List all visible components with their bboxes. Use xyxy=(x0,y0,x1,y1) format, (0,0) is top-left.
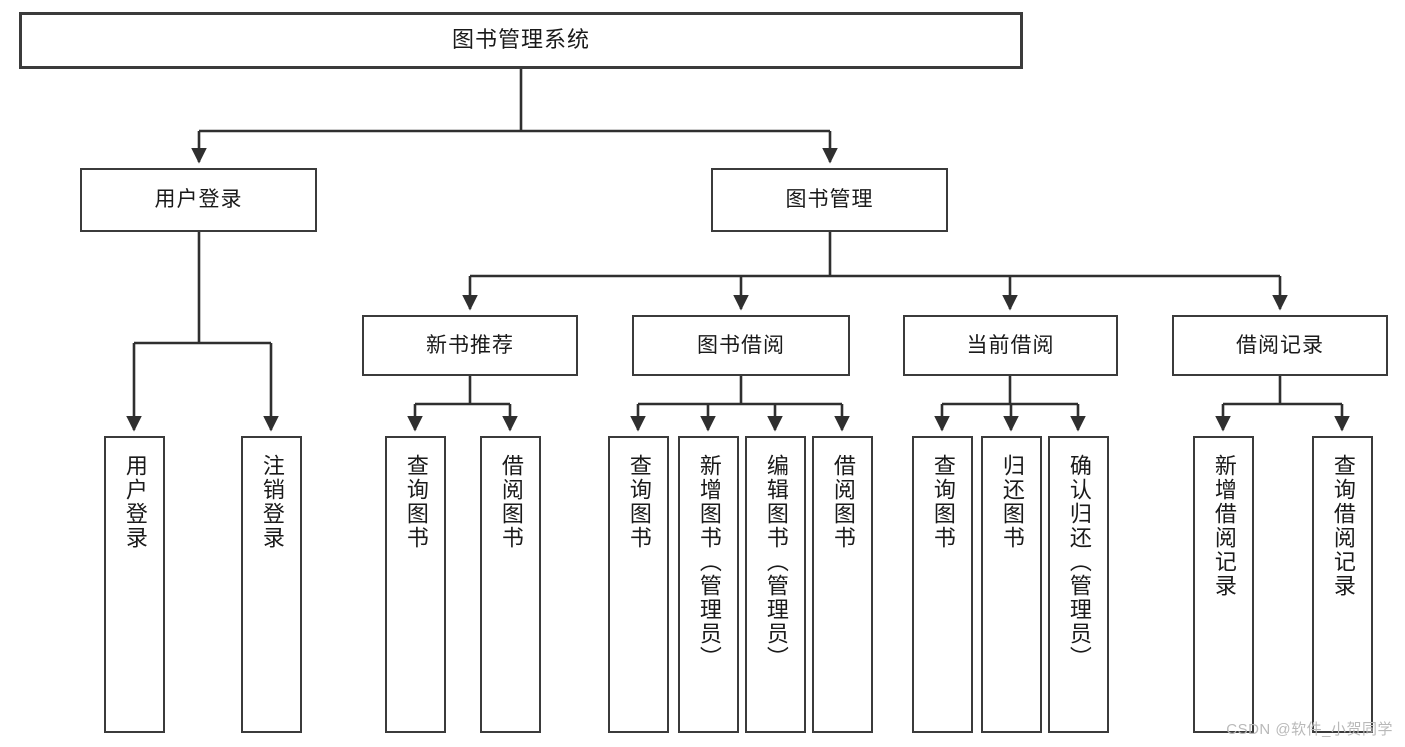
node-label: 图书管理 xyxy=(785,188,874,212)
leaf-query-book-book-borrow[interactable]: 查询图书 xyxy=(608,436,669,733)
node-label: 新书推荐 xyxy=(426,333,514,357)
leaf-borrow-book-book-borrow[interactable]: 借阅图书 xyxy=(812,436,873,733)
leaf-logout-login[interactable]: 注销登录 xyxy=(241,436,302,733)
node-label: 图书管理系统 xyxy=(451,27,590,53)
node-new-book-recommendation[interactable]: 新书推荐 xyxy=(362,315,578,376)
node-label: 用户登录 xyxy=(122,454,148,550)
leaf-add-borrow-record[interactable]: 新增借阅记录 xyxy=(1193,436,1254,733)
leaf-query-book-new-book-rec[interactable]: 查询图书 xyxy=(385,436,446,733)
node-label: 新增借阅记录 xyxy=(1211,454,1237,598)
node-label: 当前借阅 xyxy=(966,333,1055,357)
node-borrowing-record[interactable]: 借阅记录 xyxy=(1172,315,1388,376)
leaf-confirm-return-admin[interactable]: 确认归还（管理员） xyxy=(1048,436,1109,733)
node-book-management[interactable]: 图书管理 xyxy=(711,168,948,232)
node-label: 注销登录 xyxy=(259,454,285,550)
node-label: 借阅图书 xyxy=(498,454,524,550)
leaf-user-login[interactable]: 用户登录 xyxy=(104,436,165,733)
node-book-borrowing[interactable]: 图书借阅 xyxy=(632,315,850,376)
leaf-return-book[interactable]: 归还图书 xyxy=(981,436,1042,733)
node-label: 查询图书 xyxy=(403,454,429,550)
node-label: 查询借阅记录 xyxy=(1330,454,1356,598)
node-label: 图书借阅 xyxy=(697,333,785,357)
node-current-borrowing[interactable]: 当前借阅 xyxy=(903,315,1118,376)
node-label: 确认归还（管理员） xyxy=(1066,454,1092,670)
node-label: 查询图书 xyxy=(930,454,956,550)
watermark: CSDN @软件_小贺同学 xyxy=(1226,721,1393,738)
node-label: 归还图书 xyxy=(999,454,1025,550)
leaf-borrow-book-new-book-rec[interactable]: 借阅图书 xyxy=(480,436,541,733)
leaf-query-book-current-borrow[interactable]: 查询图书 xyxy=(912,436,973,733)
node-label: 用户登录 xyxy=(154,188,243,212)
node-label: 编辑图书（管理员） xyxy=(763,454,789,670)
leaf-add-book-admin[interactable]: 新增图书（管理员） xyxy=(678,436,739,733)
node-label: 新增图书（管理员） xyxy=(696,454,722,670)
node-user-login[interactable]: 用户登录 xyxy=(80,168,317,232)
node-label: 查询图书 xyxy=(626,454,652,550)
node-root-book-management-system[interactable]: 图书管理系统 xyxy=(19,12,1023,69)
node-label: 借阅记录 xyxy=(1236,333,1324,357)
leaf-edit-book-admin[interactable]: 编辑图书（管理员） xyxy=(745,436,806,733)
leaf-query-borrow-record[interactable]: 查询借阅记录 xyxy=(1312,436,1373,733)
node-label: 借阅图书 xyxy=(830,454,856,550)
